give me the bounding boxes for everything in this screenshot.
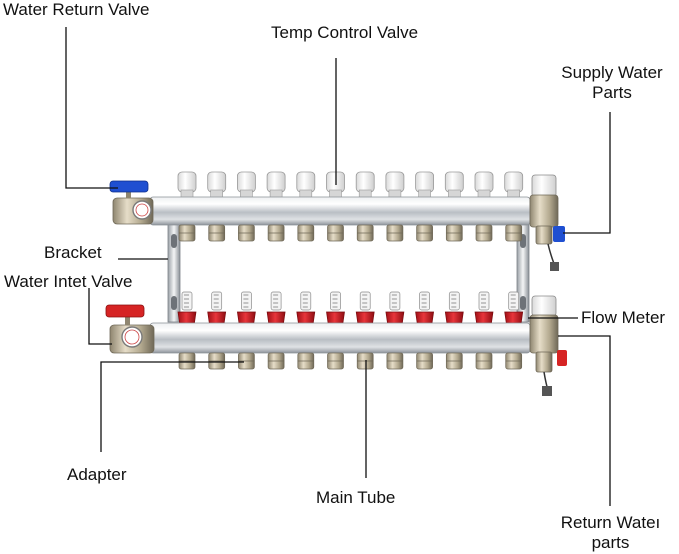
flow-meter [296, 291, 316, 327]
bracket-right [516, 221, 530, 323]
return-valve-handle [109, 180, 149, 193]
temp-control-cap [444, 171, 464, 199]
top-main-tube [149, 196, 531, 226]
leader-water-return-valve [65, 27, 118, 189]
label-water-return-valve: Water Return Valve [3, 0, 150, 19]
label-main-tube: Main Tube [316, 488, 396, 507]
label-return-water-parts: Return Wateı parts [552, 513, 669, 553]
flow-meter [504, 291, 524, 327]
top-adapter-nut [297, 224, 315, 242]
bottom-adapter-nut [416, 352, 433, 370]
supply-drain-cap [553, 226, 565, 242]
bottom-adapter-nut [327, 352, 344, 370]
bottom-adapter-nut [238, 352, 255, 370]
flow-meter [326, 291, 345, 327]
inlet-valve-handle [105, 304, 145, 318]
flow-meter [207, 291, 227, 327]
flow-meter [177, 291, 197, 327]
top-outlet-adapters [178, 224, 523, 242]
leader-return-water-parts [558, 335, 611, 506]
bottom-adapter-nut [475, 352, 493, 370]
label-flow-meter: Flow Meter [581, 308, 666, 327]
label-temp-control-valve: Temp Control Valve [271, 23, 419, 42]
top-adapter-nut [267, 224, 285, 242]
temp-control-cap [385, 171, 405, 199]
label-return-water-line1: Return Wateı [560, 513, 661, 532]
bottom-outlet-adapters [178, 352, 523, 370]
return-water-parts [529, 295, 567, 396]
top-adapter-nut [505, 224, 523, 242]
flow-meter [236, 291, 256, 327]
label-water-inlet-valve: Water Intet Valve [4, 272, 133, 291]
temp-control-cap [266, 171, 286, 199]
temp-control-cap [207, 171, 227, 199]
flow-meter [355, 291, 375, 327]
bracket-left [167, 221, 181, 323]
water-inlet-valve [105, 304, 155, 354]
label-return-water-line2: parts [591, 533, 630, 552]
top-adapter-nut [208, 224, 226, 242]
bottom-adapter-nut [267, 352, 285, 370]
top-adapter-nut [356, 224, 374, 242]
leader-adapter [100, 361, 244, 452]
temp-control-cap [296, 171, 316, 199]
flow-meter [474, 291, 494, 327]
top-adapter-nut [327, 224, 344, 242]
leader-supply-water-parts [563, 112, 611, 234]
label-supply-water-line2: Parts [592, 83, 632, 102]
temp-control-cap [474, 171, 494, 199]
top-adapter-nut [178, 224, 196, 242]
top-adapter-nut [416, 224, 433, 242]
label-supply-water-parts: Supply Water Parts [553, 63, 671, 103]
flow-meters [177, 291, 524, 327]
top-adapter-nut [445, 224, 463, 242]
flow-meter [415, 291, 435, 327]
label-supply-water-line1: Supply Water [561, 63, 663, 82]
supply-water-parts [529, 174, 565, 271]
bottom-adapter-nut [445, 352, 463, 370]
water-return-valve [109, 180, 154, 225]
temp-control-cap [177, 171, 197, 199]
top-adapter-nut [386, 224, 404, 242]
bottom-adapter-nut [208, 352, 226, 370]
label-bracket: Bracket [44, 243, 102, 262]
leader-water-inlet-valve [88, 288, 112, 345]
return-drain-cap [557, 350, 567, 366]
bottom-main-tube [149, 322, 531, 354]
bottom-adapter-nut [386, 352, 404, 370]
label-adapter: Adapter [67, 465, 127, 484]
temp-control-cap [415, 171, 435, 199]
temp-control-valves [177, 171, 524, 199]
flow-meter [385, 291, 405, 327]
bottom-adapter-nut [356, 352, 374, 370]
bottom-adapter-nut [505, 352, 523, 370]
top-adapter-nut [475, 224, 493, 242]
top-adapter-nut [238, 224, 255, 242]
leader-lines [65, 27, 611, 506]
temp-control-cap [504, 171, 524, 199]
bottom-adapter-nut [178, 352, 196, 370]
flow-meter [444, 291, 464, 327]
flow-meter [266, 291, 286, 327]
temp-control-cap [355, 171, 375, 199]
temp-control-cap [236, 171, 256, 199]
bottom-adapter-nut [297, 352, 315, 370]
